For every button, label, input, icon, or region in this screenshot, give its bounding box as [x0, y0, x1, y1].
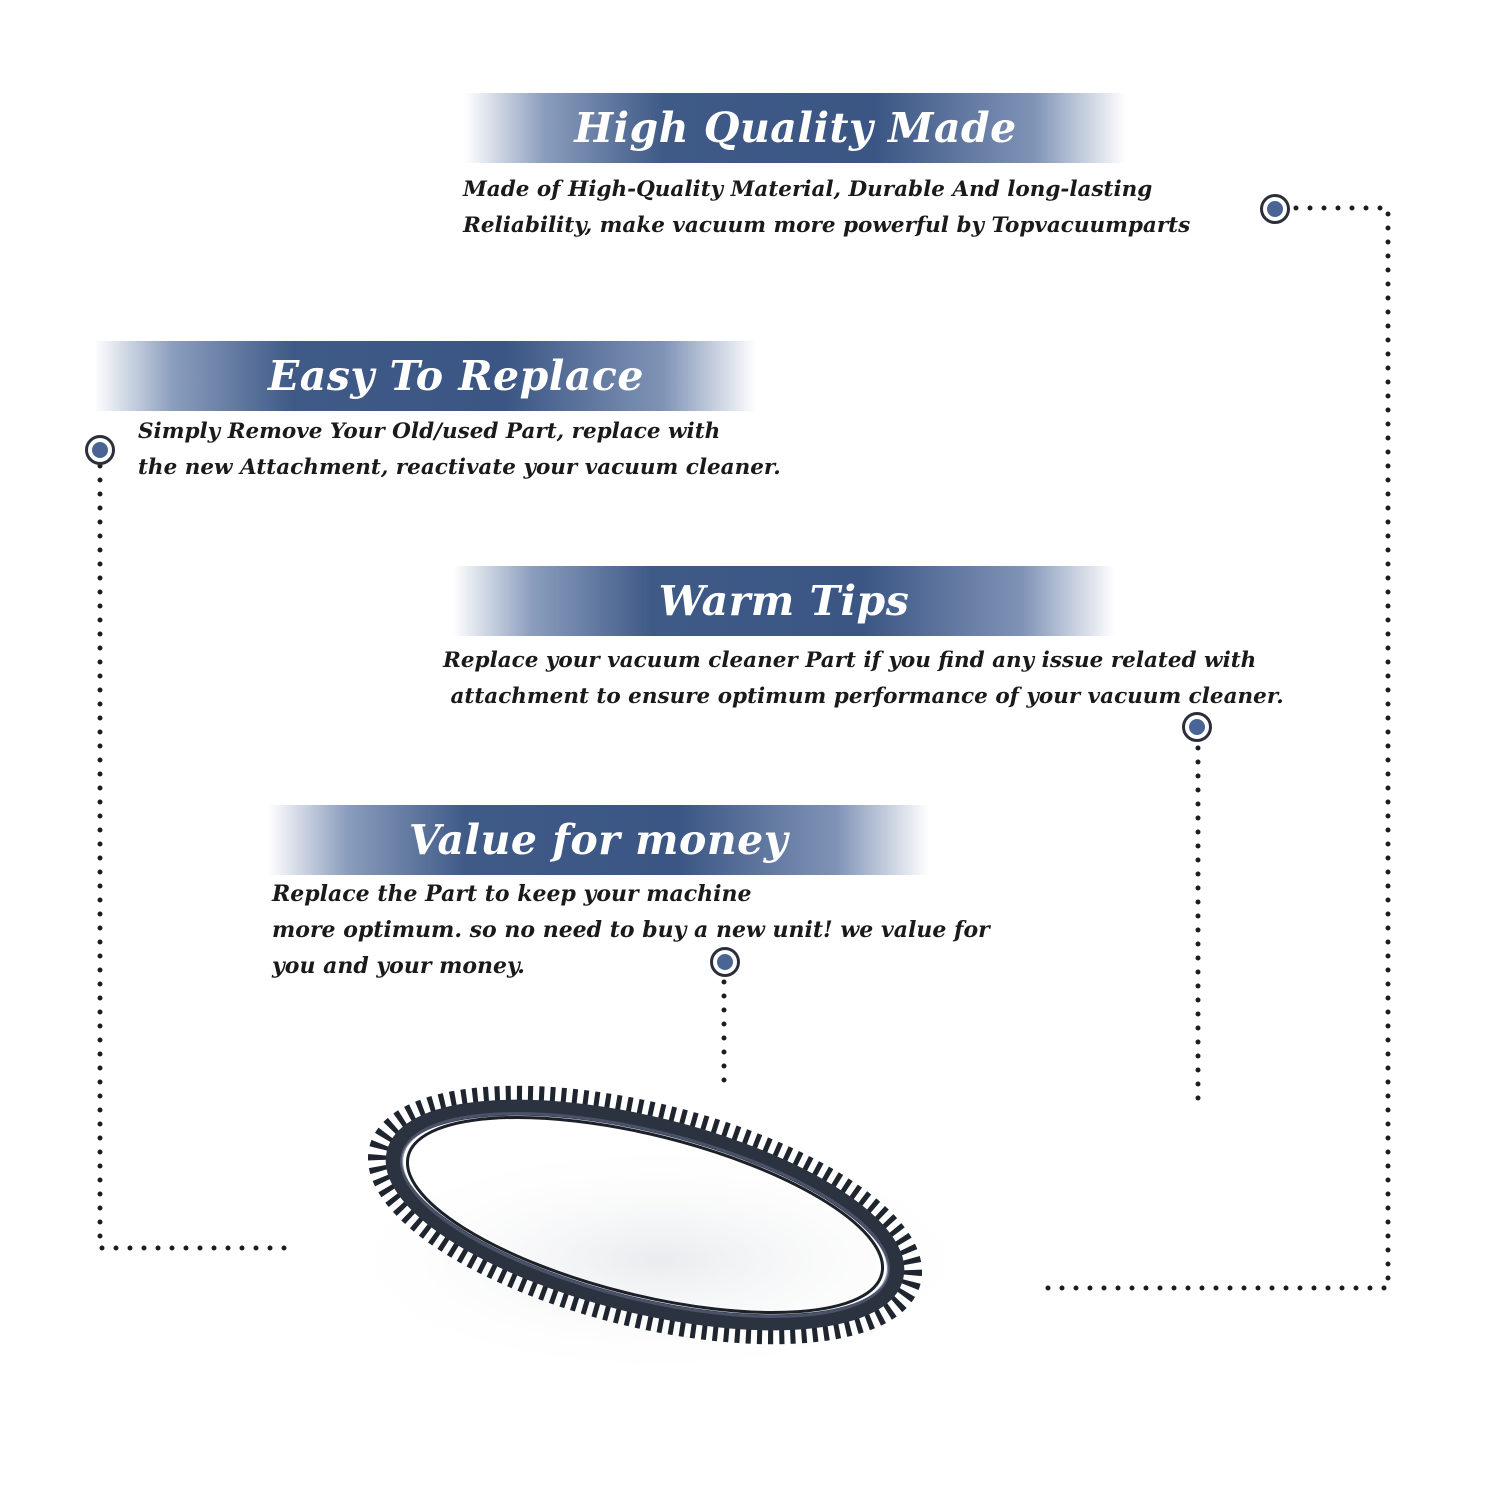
banner-easy-replace: Easy To Replace [94, 341, 756, 411]
description-line: Reliability, make vacuum more powerful b… [463, 213, 1191, 238]
description-line: Simply Remove Your Old/used Part, replac… [138, 419, 721, 444]
section-title: High Quality Made [574, 104, 1017, 152]
target-dot-icon [710, 947, 740, 977]
description-line: more optimum. so no need to buy a new un… [272, 917, 990, 943]
banner-value-money: Value for money [268, 805, 929, 875]
banner-warm-tips: Warm Tips [453, 566, 1115, 636]
banner-high-quality: High Quality Made [465, 93, 1126, 163]
description-easy-replace: Simply Remove Your Old/used Part, replac… [138, 414, 781, 486]
belt-body [385, 1099, 905, 1331]
target-dot-icon [1182, 712, 1212, 742]
description-line: Replace your vacuum cleaner Part if you … [443, 648, 1257, 673]
section-title: Easy To Replace [268, 352, 644, 400]
description-line: Replace the Part to keep your machine [272, 881, 752, 907]
description-line: you and your money. [272, 953, 525, 979]
section-title: Warm Tips [658, 577, 910, 625]
target-dot-icon [1260, 194, 1290, 224]
description-value-money: Replace the Part to keep your machine mo… [272, 876, 990, 984]
connector-high-quality [1035, 205, 1391, 1291]
section-title: Value for money [408, 816, 789, 864]
description-line: Made of High-Quality Material, Durable A… [463, 177, 1153, 202]
target-dot-icon [85, 435, 115, 465]
description-line: attachment to ensure optimum performance… [443, 684, 1284, 709]
description-line: the new Attachment, reactivate your vacu… [138, 455, 781, 480]
description-high-quality: Made of High-Quality Material, Durable A… [463, 172, 1190, 244]
description-warm-tips: Replace your vacuum cleaner Part if you … [443, 643, 1284, 715]
connector-easy-replace [97, 463, 299, 1251]
